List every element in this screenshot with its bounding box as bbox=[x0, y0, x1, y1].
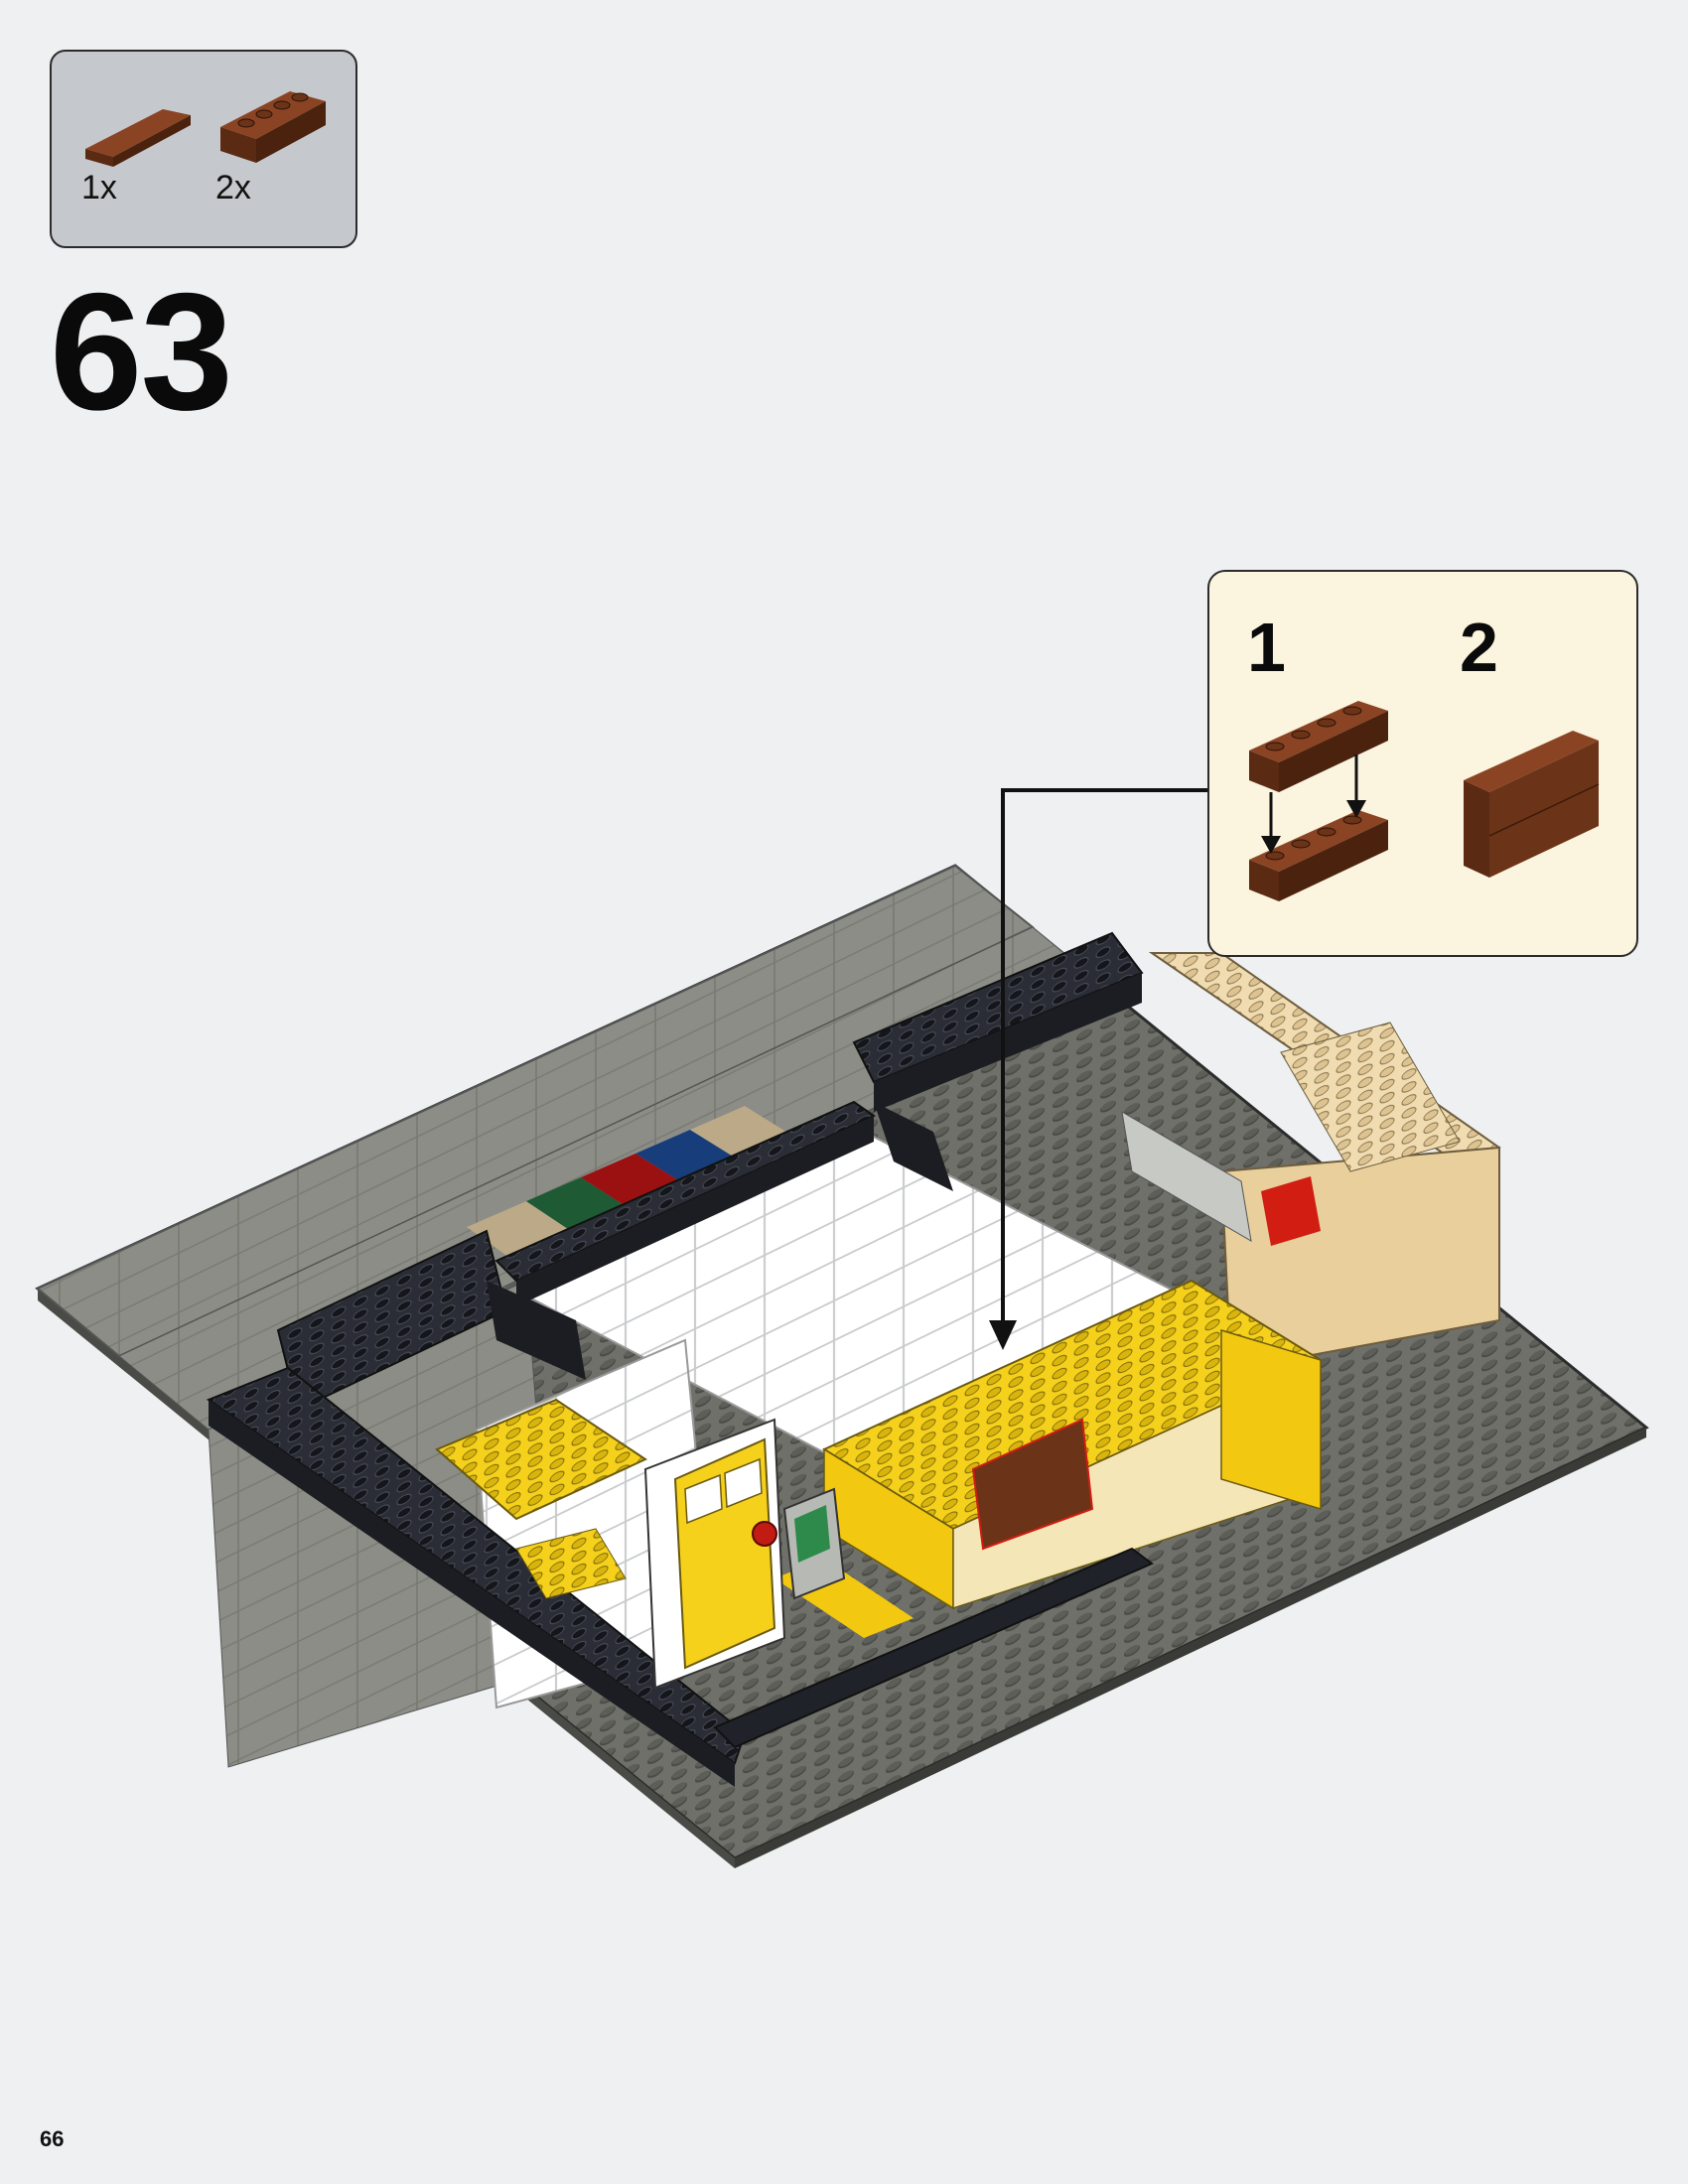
sub-step-number: 1 bbox=[1247, 609, 1286, 686]
parts-icons bbox=[85, 91, 326, 167]
tan-wall bbox=[1121, 952, 1501, 1372]
brown-brick-stack-icon bbox=[1464, 731, 1600, 878]
yellow-counter bbox=[435, 1279, 1324, 1638]
sub-assembly-graphics bbox=[1249, 701, 1600, 901]
colored-tiles bbox=[467, 1106, 789, 1257]
assembly-arrow-icon bbox=[989, 788, 1207, 1350]
brown-plate-1x4-icon bbox=[85, 109, 191, 167]
down-arrow-icon bbox=[1261, 754, 1366, 854]
door bbox=[643, 1418, 786, 1690]
brown-brick-bottom-icon bbox=[1249, 810, 1388, 901]
brown-brick-1x4-icon bbox=[220, 91, 326, 163]
part-quantity: 1x bbox=[81, 169, 117, 206]
parts-list-callout: 1x 2x bbox=[50, 50, 357, 248]
black-curb bbox=[713, 1547, 1154, 1749]
part-quantity: 2x bbox=[215, 169, 251, 206]
step-number: 63 bbox=[50, 258, 233, 445]
register bbox=[782, 1487, 846, 1600]
brown-brick-top-icon bbox=[1249, 701, 1388, 792]
sub-step-number: 2 bbox=[1460, 609, 1498, 686]
page-number: 66 bbox=[40, 2126, 65, 2151]
sub-assembly-callout: 1 2 bbox=[1207, 570, 1638, 957]
black-wall bbox=[206, 931, 1144, 1787]
